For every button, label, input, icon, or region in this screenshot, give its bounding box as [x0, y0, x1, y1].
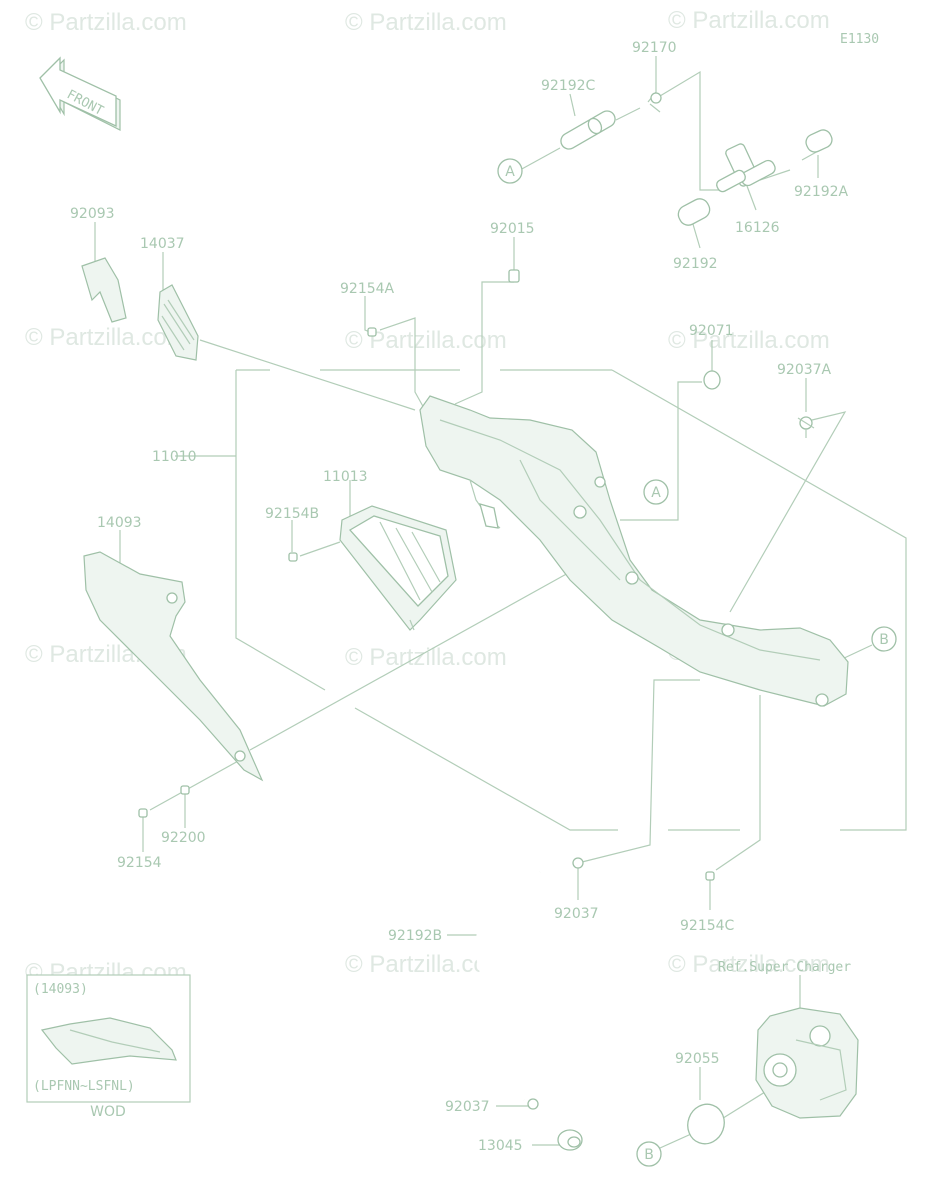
part-label-92192b: 92192B — [388, 928, 442, 944]
variant-inset: (14093) (LPFNN~LSFNL) WOD — [26, 974, 191, 1120]
leader-lines — [94, 56, 907, 1149]
part-label-92154c: 92154C — [680, 918, 735, 934]
part-label-92154b: 92154B — [265, 506, 319, 522]
watermark: © Partzilla.com — [25, 324, 187, 351]
part-labels: 92170 92192C 92192A 16126 92192 92093 14… — [70, 40, 851, 1154]
screw-92154b — [288, 552, 298, 562]
part-label-13045: 13045 — [478, 1138, 523, 1154]
side-cover-14093 — [83, 551, 264, 782]
part-label-92154a: 92154A — [340, 281, 395, 297]
part-label-11010: 11010 — [152, 449, 197, 465]
part-label-16126: 16126 — [735, 220, 780, 236]
part-label-92055: 92055 — [675, 1051, 720, 1067]
watermark: © Partzilla.com — [345, 9, 507, 36]
part-label-92192a: 92192A — [794, 184, 849, 200]
clip-92037a — [797, 416, 815, 438]
part-label-92071: 92071 — [689, 323, 734, 339]
clamp-92037-lower — [527, 1098, 539, 1110]
part-label-11013: 11013 — [323, 469, 368, 485]
net-14037 — [157, 284, 199, 361]
bolt-92015 — [508, 269, 520, 283]
grommet-92071 — [703, 370, 721, 390]
inset-color-code: WOD — [90, 1104, 126, 1120]
callout-b-bottom: B — [636, 1141, 662, 1167]
ref-note: Ref.Super Charger — [718, 960, 851, 975]
part-label-92015: 92015 — [490, 221, 535, 237]
part-label-92037a: 92037A — [777, 362, 832, 378]
part-label-92170: 92170 — [632, 40, 677, 56]
part-label-92192: 92192 — [673, 256, 718, 272]
part-label-14093: 14093 — [97, 515, 142, 531]
callout-letter: B — [644, 1147, 654, 1163]
watermark: © Partzilla.com — [668, 327, 830, 354]
guard-92093 — [81, 257, 127, 323]
hose-92192c — [560, 110, 616, 150]
super-charger — [755, 1007, 859, 1119]
part-label-92037: 92037 — [554, 906, 599, 922]
part-label-92192c: 92192C — [541, 78, 596, 94]
part-label-92037-lower: 92037 — [445, 1099, 490, 1115]
watermark-layer: © Partzilla.com © Partzilla.com © Partzi… — [25, 7, 830, 986]
watermark: © Partzilla.com — [25, 9, 187, 36]
watermark: © Partzilla.com — [668, 951, 830, 978]
screw-92154a — [367, 327, 377, 337]
part-label-92093: 92093 — [70, 206, 115, 222]
part-label-92200: 92200 — [161, 830, 206, 846]
inset-model-codes: (LPFNN~LSFNL) — [33, 1079, 135, 1094]
callout-letter: A — [651, 485, 661, 501]
watermark: © Partzilla.com — [668, 7, 830, 34]
clamp-92170 — [649, 92, 662, 113]
air-duct-11010 — [419, 395, 849, 707]
callout-a-mid: A — [643, 479, 669, 505]
part-label-92154: 92154 — [117, 855, 162, 871]
valve-16126 — [716, 143, 776, 193]
watermark: © Partzilla.com — [345, 644, 507, 671]
callout-b-right: B — [871, 626, 897, 652]
diagram-code: E1130 — [840, 32, 879, 47]
plug-13045 — [557, 1129, 583, 1151]
front-arrow-icon: FRONT — [39, 56, 121, 131]
o-ring-92055 — [687, 1103, 725, 1145]
collar-92200 — [180, 785, 190, 795]
hose-92192a — [805, 129, 833, 153]
drain-hose-92192b — [475, 857, 584, 1151]
screw-92154 — [138, 808, 148, 818]
part-label-14037: 14037 — [140, 236, 185, 252]
callout-letter: B — [879, 632, 889, 648]
inset-part-ref: (14093) — [33, 982, 88, 997]
screw-92154c — [705, 871, 715, 881]
clamp-92037 — [572, 857, 584, 869]
hose-92192 — [677, 198, 711, 226]
callout-letter: A — [505, 164, 515, 180]
air-filter-11013 — [339, 505, 457, 631]
pipe-assembly — [560, 92, 833, 226]
callout-a-top: A — [497, 158, 523, 184]
